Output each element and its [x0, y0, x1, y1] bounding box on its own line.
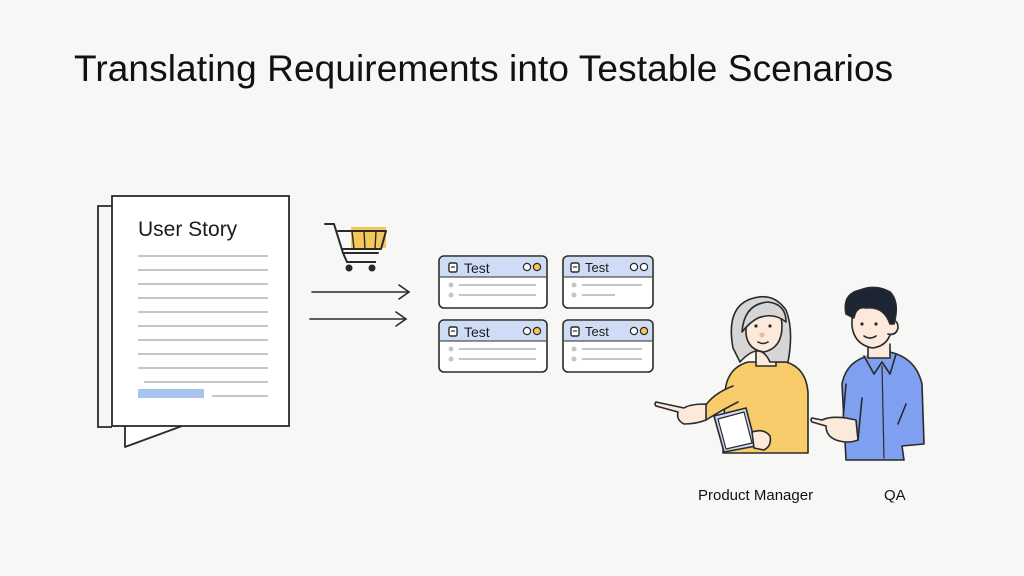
status-dot: [522, 326, 532, 336]
status-dot: [629, 326, 639, 336]
qa-illustration: [810, 286, 925, 461]
test-tube-icon: [448, 262, 458, 273]
test-card-label: Test: [585, 260, 609, 275]
arrow-right-icon: [309, 311, 408, 327]
arrow-right-icon: [311, 284, 411, 300]
test-card: Test: [438, 255, 548, 309]
qa-label: QA: [884, 487, 906, 504]
test-card: Test: [562, 319, 654, 373]
test-tube-icon: [570, 262, 580, 273]
status-dot: [639, 262, 649, 272]
test-tube-icon: [448, 326, 458, 337]
status-dot: [639, 326, 649, 336]
test-card-label: Test: [464, 324, 490, 340]
status-dot: [532, 262, 542, 272]
document-text-lines: [138, 255, 268, 397]
status-dot: [532, 326, 542, 336]
product-manager-label: Product Manager: [698, 487, 814, 504]
test-tube-icon: [570, 326, 580, 337]
page-title: Translating Requirements into Testable S…: [74, 48, 894, 89]
test-card-label: Test: [585, 324, 609, 339]
back-page: [97, 205, 112, 428]
test-card-label: Test: [464, 260, 490, 276]
flow-arrows: [309, 284, 411, 327]
speech-tail: [124, 425, 183, 448]
test-card: Test: [438, 319, 548, 373]
status-dot: [522, 262, 532, 272]
user-story-document: User Story: [97, 195, 290, 448]
product-manager-illustration: [654, 295, 809, 454]
test-card: Test: [562, 255, 654, 309]
status-dot: [629, 262, 639, 272]
shopping-cart-icon: [324, 223, 387, 272]
highlighted-requirement: [138, 389, 204, 398]
user-story-title: User Story: [138, 218, 238, 241]
